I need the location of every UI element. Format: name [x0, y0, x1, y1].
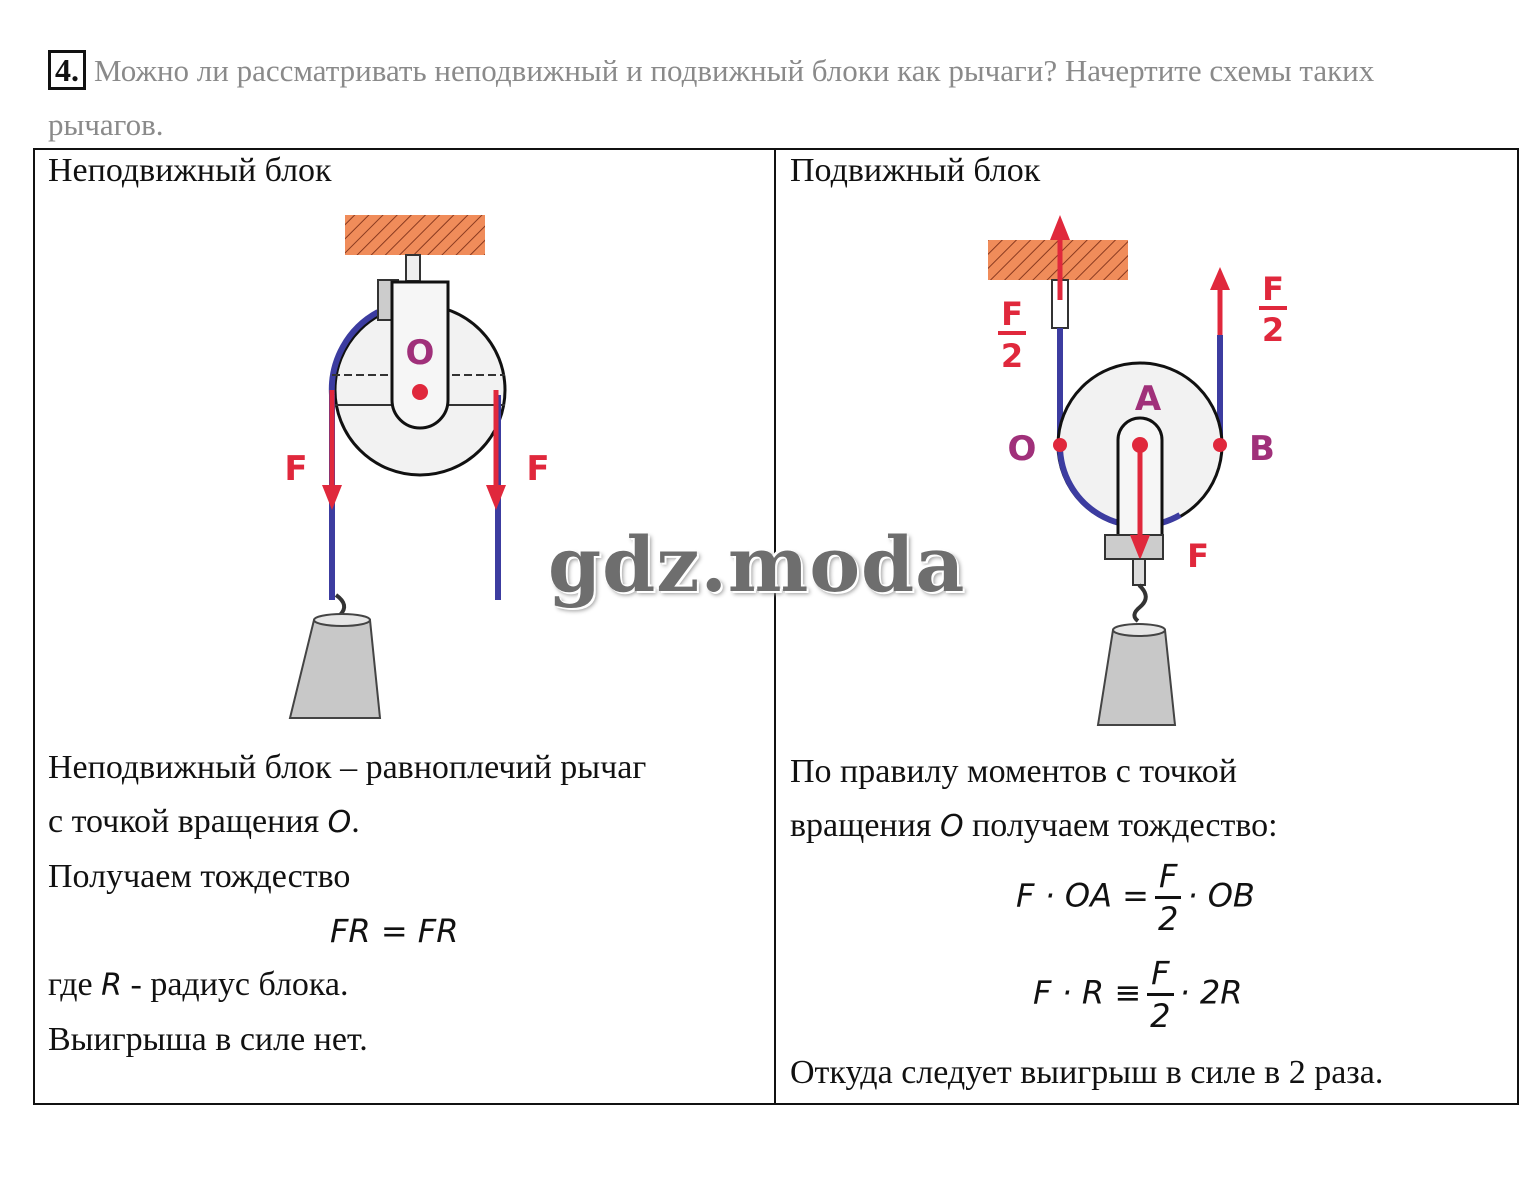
label-f-half-num-right: F [1262, 270, 1284, 308]
task-number: 4. [48, 50, 86, 90]
axis-point-a [1132, 437, 1148, 453]
ceiling [345, 215, 485, 255]
point-o [1053, 438, 1067, 452]
label-f: F [1187, 537, 1209, 575]
right-explanation: По правилу моментов с точкой вращения O … [790, 745, 1510, 854]
label-a: A [1135, 379, 1162, 419]
question-line2: рычагов. [48, 107, 164, 142]
watermark: gdz.moda [548, 520, 966, 609]
answer-table [33, 148, 1519, 1105]
rope-over-pulley [328, 309, 380, 396]
movable-pulley-diagram: F 2 F 2 A O B F [988, 215, 1287, 726]
right-line2: вращения O получаем тождество: [790, 807, 1278, 844]
weight [288, 619, 382, 719]
left-formula: FR = FR [330, 912, 459, 950]
label-f-half-den-right: 2 [1262, 311, 1284, 349]
left-line1: Неподвижный блок – равноплечий рычаг [48, 749, 647, 786]
point-b [1213, 438, 1227, 452]
hook [1132, 583, 1148, 623]
left-line3: Получаем тождество [48, 858, 351, 895]
weight [1096, 629, 1177, 726]
hanger [1132, 558, 1146, 586]
fixed-pulley-diagram: O F F [284, 215, 550, 719]
label-b: B [1249, 429, 1275, 469]
question-line1: Можно ли рассматривать неподвижный и под… [94, 53, 1375, 88]
label-o: O [406, 333, 435, 373]
hanger-rod [405, 254, 421, 282]
label-o: O [1008, 429, 1037, 469]
label-f-half-den-left: 2 [1001, 337, 1023, 375]
label-f-half-num-left: F [1001, 295, 1023, 333]
left-line4: где R - радиус блока. [48, 966, 349, 1003]
label-f-right: F [526, 449, 549, 489]
axis-point [412, 384, 428, 400]
left-line5: Выигрыша в силе нет. [48, 1021, 368, 1058]
pulley-holder [390, 280, 450, 430]
left-title: Неподвижный блок [48, 152, 332, 189]
task-question: 4.Можно ли рассматривать неподвижный и п… [48, 44, 1508, 152]
label-f-left: F [284, 449, 307, 489]
right-conclusion: Откуда следует выигрыш в силе в 2 раза. [790, 1054, 1384, 1091]
right-title: Подвижный блок [790, 152, 1041, 189]
column-divider [774, 148, 776, 1105]
right-line1: По правилу моментов с точкой [790, 753, 1237, 790]
left-explanation: Неподвижный блок – равноплечий рычаг с т… [48, 741, 768, 1067]
left-line2: с точкой вращения O. [48, 803, 360, 840]
